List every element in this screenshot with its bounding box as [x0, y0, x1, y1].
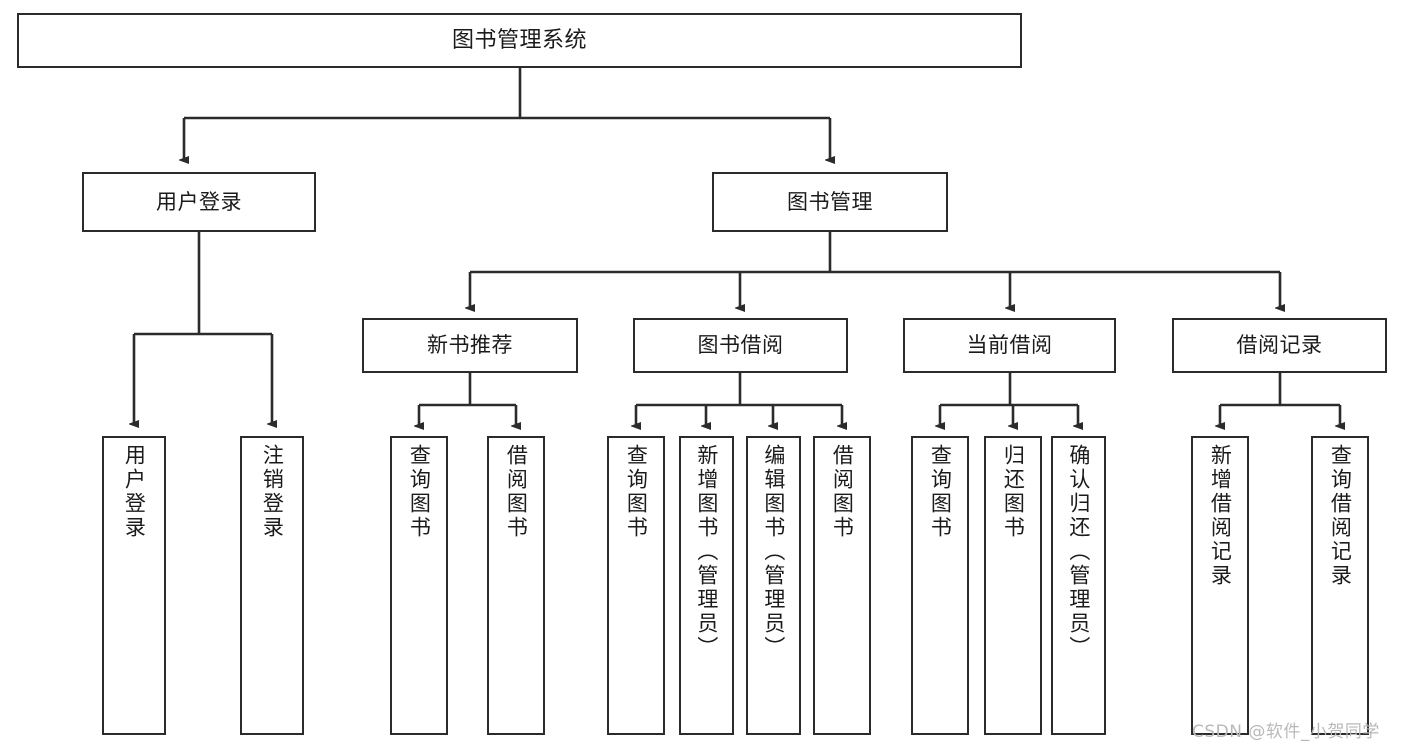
node-book-borrow-label: 图书借阅	[697, 333, 784, 358]
node-current-borrow[interactable]: 当前借阅	[903, 318, 1116, 373]
leaf-confirm-return-admin-label: 确认归还（管理员）	[1066, 444, 1091, 660]
leaf-add-book-admin[interactable]: 新增图书（管理员）	[679, 436, 734, 735]
node-current-borrow-label: 当前借阅	[966, 333, 1053, 358]
watermark: CSDN @软件_小贺同学	[1192, 722, 1380, 742]
node-new-book-recommend-label: 新书推荐	[427, 333, 513, 358]
leaf-user-login-label: 用户登录	[122, 444, 147, 540]
leaf-lend-book[interactable]: 借阅图书	[813, 436, 871, 735]
leaf-query-borrow-record[interactable]: 查询借阅记录	[1311, 436, 1369, 735]
leaf-query-book-current-label: 查询图书	[928, 444, 953, 540]
leaf-query-borrow-record-label: 查询借阅记录	[1328, 444, 1353, 588]
leaf-query-book-borrow-label: 查询图书	[624, 444, 649, 540]
node-book-management[interactable]: 图书管理	[712, 172, 948, 232]
node-new-book-recommend[interactable]: 新书推荐	[362, 318, 578, 373]
leaf-edit-book-admin-label: 编辑图书（管理员）	[761, 444, 786, 660]
leaf-borrow-book-new-label: 借阅图书	[504, 444, 529, 540]
node-borrow-record[interactable]: 借阅记录	[1172, 318, 1387, 373]
node-borrow-record-label: 借阅记录	[1236, 333, 1323, 358]
leaf-query-book-new-label: 查询图书	[407, 444, 432, 540]
node-root-label: 图书管理系统	[451, 27, 587, 53]
leaf-borrow-book-new[interactable]: 借阅图书	[487, 436, 545, 735]
node-user-login[interactable]: 用户登录	[82, 172, 316, 232]
leaf-logout-label: 注销登录	[260, 444, 285, 540]
leaf-return-book-label: 归还图书	[1001, 444, 1026, 540]
leaf-user-login[interactable]: 用户登录	[102, 436, 166, 735]
leaf-lend-book-label: 借阅图书	[830, 444, 855, 540]
leaf-add-borrow-record-label: 新增借阅记录	[1208, 444, 1233, 588]
leaf-return-book[interactable]: 归还图书	[984, 436, 1042, 735]
node-book-borrow[interactable]: 图书借阅	[633, 318, 848, 373]
leaf-query-book-borrow[interactable]: 查询图书	[607, 436, 665, 735]
node-book-management-label: 图书管理	[787, 189, 873, 214]
node-user-login-label: 用户登录	[156, 189, 242, 214]
leaf-query-book-new[interactable]: 查询图书	[390, 436, 448, 735]
leaf-query-book-current[interactable]: 查询图书	[911, 436, 969, 735]
leaf-edit-book-admin[interactable]: 编辑图书（管理员）	[746, 436, 801, 735]
node-root[interactable]: 图书管理系统	[17, 13, 1022, 68]
leaf-confirm-return-admin[interactable]: 确认归还（管理员）	[1051, 436, 1106, 735]
leaf-logout[interactable]: 注销登录	[240, 436, 304, 735]
leaf-add-book-admin-label: 新增图书（管理员）	[694, 444, 719, 660]
leaf-add-borrow-record[interactable]: 新增借阅记录	[1191, 436, 1249, 735]
